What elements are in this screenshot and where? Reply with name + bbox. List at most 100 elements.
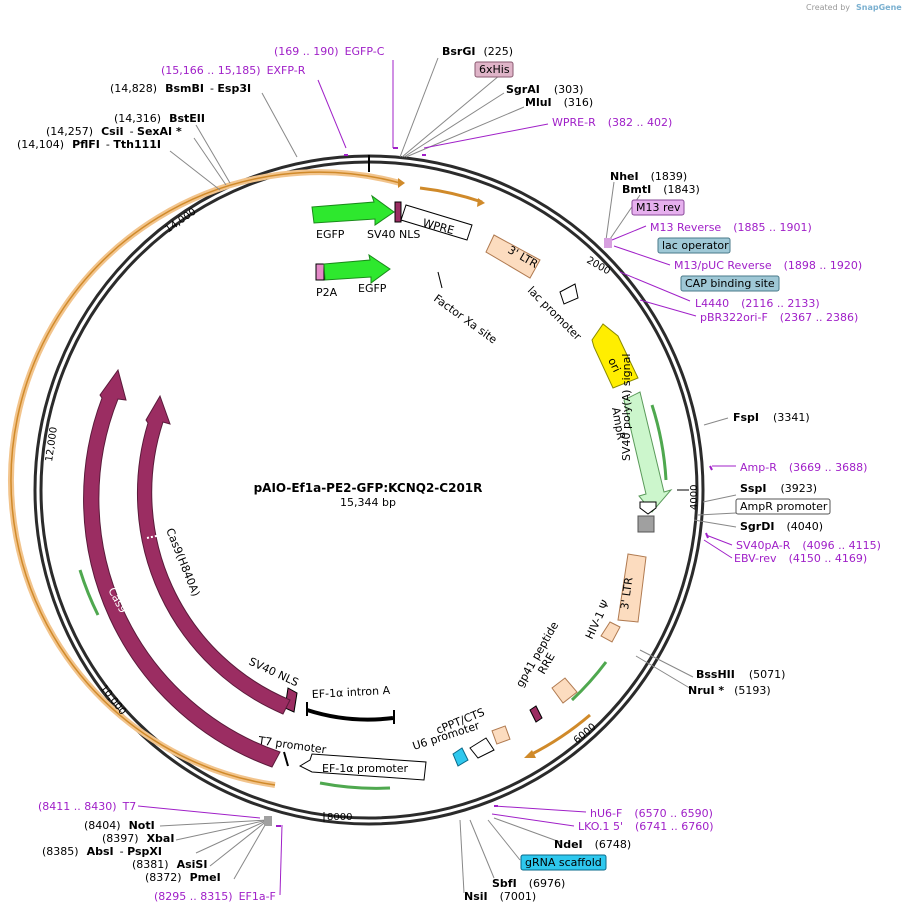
- gp41-label: gp41 peptide: [513, 619, 561, 689]
- wpre-box: [400, 204, 473, 241]
- svg-text:BmtI(1843): BmtI(1843): [622, 183, 700, 196]
- enzyme-mlui: MluI: [525, 96, 552, 109]
- ef1aintron-arc: [306, 708, 394, 722]
- svg-text:pBR322ori-F(2367 .. 2386): pBR322ori-F(2367 .. 2386): [700, 311, 858, 324]
- sv40polya-box: [637, 515, 655, 533]
- svg-text:(8372)PmeI: (8372)PmeI: [145, 871, 221, 884]
- plasmid-length: 15,344 bp: [340, 496, 396, 509]
- svg-text:(15,166 .. 15,185)EXFP-R: (15,166 .. 15,185)EXFP-R: [161, 64, 306, 77]
- green-arc-ef1a: [319, 781, 391, 790]
- ltr3b-label: 3' LTR: [618, 576, 635, 610]
- svg-text:Amp-R(3669 .. 3688): Amp-R(3669 .. 3688): [740, 461, 867, 474]
- factorxa-mark: [437, 271, 443, 289]
- hiv-box: [600, 621, 621, 643]
- enzyme-labels: BsrGI(225) SgrAI(303) MluI(316) (14,828)…: [17, 45, 823, 903]
- svg-text:(14,828)BsmBI- Esp3I: (14,828)BsmBI- Esp3I: [110, 82, 251, 95]
- primer-m13-puc-reverse: M13/pUC Reverse: [674, 259, 772, 272]
- enzyme-nrui: NruI *: [688, 684, 724, 697]
- primer-ticks: [276, 147, 713, 827]
- svg-text:NheI(1839): NheI(1839): [610, 170, 687, 183]
- enzyme-pflfi: PflFI: [72, 138, 100, 151]
- primer-labels: (169 .. 190)EGFP-C (15,166 .. 15,185)EXF…: [38, 45, 881, 903]
- orf-arrowhead: [398, 178, 405, 188]
- svg-text:FspI(3341): FspI(3341): [733, 411, 810, 424]
- enzyme-nhei: NheI: [610, 170, 639, 183]
- svg-text:BssHII(5071): BssHII(5071): [696, 668, 785, 681]
- t7pro-mark: [283, 751, 289, 767]
- orf-small-top: [419, 186, 483, 204]
- svg-text:M13/pUC Reverse(1898 .. 1920): M13/pUC Reverse(1898 .. 1920): [674, 259, 862, 272]
- cap-label: CAP binding site: [685, 277, 775, 290]
- enzyme-nsii: NsiI: [464, 890, 488, 903]
- svg-text:MluI(316): MluI(316): [525, 96, 593, 109]
- cas9h-arrow: [136, 394, 291, 715]
- egfp2-arrow: [323, 253, 391, 284]
- factorxa-label: Factor Xa site: [431, 292, 499, 347]
- lacop-label: lac operator: [662, 239, 729, 252]
- enzyme-ndei: NdeI: [554, 838, 583, 851]
- tick-8000: 8000: [327, 812, 352, 823]
- primer-egfp-c: EGFP-C: [345, 45, 385, 58]
- svg-text:(8397)XbaI: (8397)XbaI: [102, 832, 174, 845]
- egfp1-arrow: [311, 194, 395, 226]
- svg-text:SgrDI(4040): SgrDI(4040): [740, 520, 823, 533]
- svg-text:SgrAI(303): SgrAI(303): [506, 83, 583, 96]
- sv40nls1-label: SV40 NLS: [367, 228, 420, 241]
- svg-text:WPRE-R(382 .. 402): WPRE-R(382 .. 402): [552, 116, 672, 129]
- egfp2-label: EGFP: [358, 282, 387, 295]
- svg-text:hU6-F(6570 .. 6590): hU6-F(6570 .. 6590): [590, 807, 713, 820]
- enzyme-sspi: SspI: [740, 482, 766, 495]
- orf-arc: [10, 171, 401, 786]
- svg-text:BsrGI(225): BsrGI(225): [442, 45, 513, 58]
- enzyme-bsshii: BssHII: [696, 668, 735, 681]
- ampr-label: AmpR: [609, 406, 628, 441]
- grna-feature: [452, 747, 469, 767]
- primer-m13-reverse: M13 Reverse: [650, 221, 721, 234]
- svg-text:(14,104)PflFI- Tth111I: (14,104)PflFI- Tth111I: [17, 138, 161, 151]
- svg-text:NdeI(6748): NdeI(6748): [554, 838, 631, 851]
- svg-text:LKO.1 5'(6741 .. 6760): LKO.1 5'(6741 .. 6760): [578, 820, 714, 833]
- enzyme-fspi: FspI: [733, 411, 759, 424]
- credit-prefix: Created by: [806, 3, 850, 12]
- amppro-feature: [639, 501, 657, 515]
- tick-12000: 12,000: [44, 426, 60, 462]
- enzyme-bsteii: BstEII: [169, 112, 205, 125]
- m13rev-box: [631, 199, 685, 216]
- primer-pbr322ori-f: pBR322ori-F: [700, 311, 768, 324]
- callout-lines: [159, 57, 737, 894]
- primer-ef1a-f: EF1a-F: [239, 890, 276, 903]
- primer-amp-r: Amp-R: [740, 461, 777, 474]
- primer-ebv-rev: EBV-rev: [734, 552, 777, 565]
- primer-sv40pa-r: SV40pA-R: [736, 539, 791, 552]
- enzyme-noti: NotI: [129, 819, 155, 832]
- primer-t7: T7: [122, 800, 137, 813]
- green-arc-left: [78, 569, 100, 616]
- plasmid-name: pAIO-Ef1a-PE2-GFP:KCNQ2-C201R: [254, 481, 483, 495]
- t7-cluster-mark: [264, 816, 272, 826]
- svg-text:M13 Reverse(1885 .. 1901): M13 Reverse(1885 .. 1901): [650, 221, 812, 234]
- primer-wpre-r: WPRE-R: [552, 116, 596, 129]
- ori-arrow: [591, 323, 639, 389]
- svg-text:L4440(2116 .. 2133): L4440(2116 .. 2133): [695, 297, 820, 310]
- primer-hu6-f: hU6-F: [590, 807, 622, 820]
- enzyme-bsmbi: BsmBI: [165, 82, 204, 95]
- enzyme-pmei: PmeI: [190, 871, 221, 884]
- ltr3a-box: [485, 234, 541, 279]
- primer-l4440: L4440: [695, 297, 729, 310]
- enzyme-csii: CsiI: [101, 125, 123, 138]
- ef1aintron-label: EF-1α intron A: [311, 684, 390, 701]
- egfp1-label: EGFP: [316, 228, 345, 241]
- enzyme-bmti: BmtI: [622, 183, 651, 196]
- orf-small-bottom: [529, 713, 591, 757]
- m13-cluster-mark: [604, 238, 612, 248]
- lacpro-box: [559, 283, 579, 305]
- primer-exfp-r: EXFP-R: [267, 64, 306, 77]
- svg-text:(8411 .. 8430)T7: (8411 .. 8430)T7: [38, 800, 136, 813]
- orf-small-top-head: [477, 198, 485, 207]
- green-arc-ampr: [650, 404, 668, 481]
- lacop-box: [657, 237, 731, 254]
- u6-box: [469, 737, 495, 759]
- m13rev-label: M13 rev: [636, 201, 681, 214]
- ori-label: ori: [605, 356, 623, 374]
